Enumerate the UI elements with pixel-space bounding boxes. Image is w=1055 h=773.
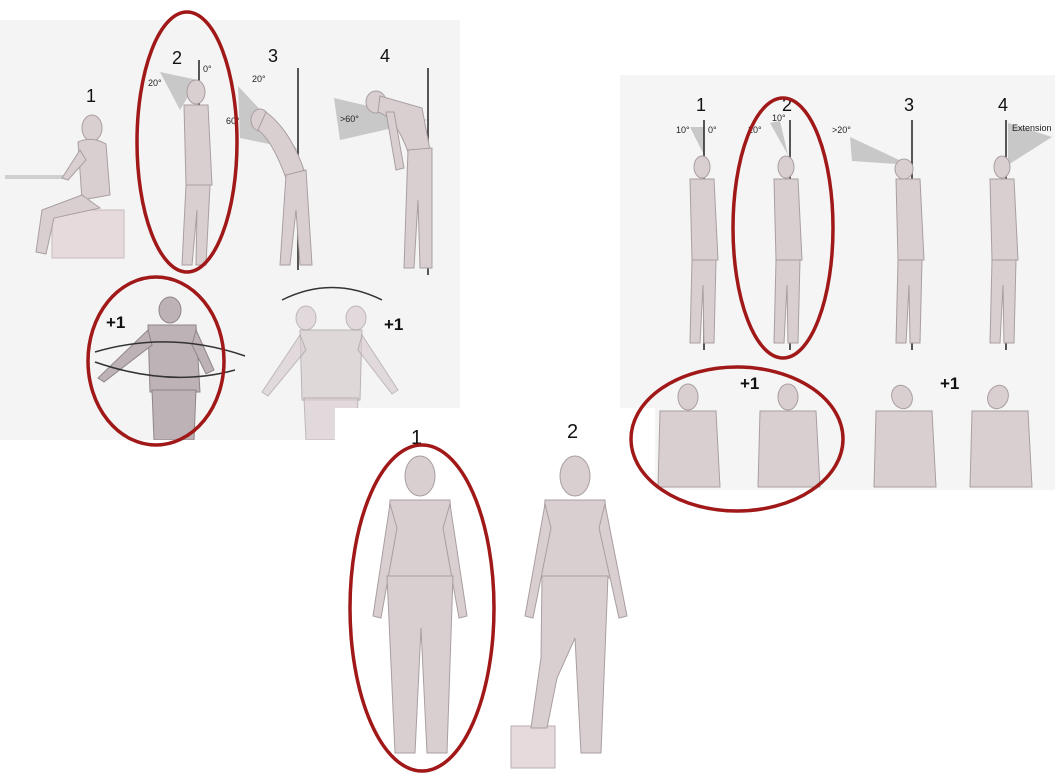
- neck-angle-2-left: 20°: [748, 125, 762, 135]
- legs-posture-2-unilateral-figure: [511, 456, 627, 768]
- neck-posture-diagram: 1 10° 0° 2 20° 10° 3 >20°: [620, 75, 1055, 490]
- neck-angle-3: >20°: [832, 125, 851, 135]
- neck-label-3: 3: [904, 95, 914, 115]
- legs-label-1: 1: [411, 427, 422, 449]
- trunk-angle-3-bottom: 60°: [226, 116, 240, 126]
- neck-posture-1-figure: [690, 120, 718, 350]
- legs-posture-diagram: 1 2: [335, 408, 655, 773]
- trunk-twist-adjustment: +1: [106, 313, 125, 332]
- legs-label-2: 2: [567, 421, 578, 443]
- neck-posture-2-figure: [770, 120, 802, 350]
- trunk-label-2: 2: [172, 48, 182, 68]
- trunk-sidebend-adjustment: +1: [384, 315, 403, 334]
- legs-posture-1-bilateral-figure: [373, 456, 467, 753]
- trunk-posture-4-deep-bend-figure: [334, 68, 432, 275]
- trunk-posture-diagram: 1 2 20° 0° 3 20° 60°: [0, 20, 460, 440]
- trunk-angle-2-left: 20°: [148, 78, 162, 88]
- neck-angle-2-top: 10°: [772, 113, 786, 123]
- neck-angle-1-right: 0°: [708, 125, 717, 135]
- neck-label-2: 2: [782, 95, 792, 115]
- neck-twist-adjustment: +1: [740, 374, 759, 393]
- trunk-angle-4: >60°: [340, 114, 359, 124]
- trunk-angle-3-top: 20°: [252, 74, 266, 84]
- trunk-angle-2-right: 0°: [203, 64, 212, 74]
- neck-label-4: 4: [998, 95, 1008, 115]
- trunk-posture-panel: 1 2 20° 0° 3 20° 60°: [0, 20, 460, 440]
- neck-angle-4: Extension: [1012, 123, 1052, 133]
- neck-sidebend-figures: [874, 382, 1032, 487]
- neck-angle-1-left: 10°: [676, 125, 690, 135]
- neck-posture-4-figure: [990, 120, 1052, 350]
- legs-posture-panel: 1 2: [335, 408, 655, 773]
- trunk-label-3: 3: [268, 46, 278, 66]
- trunk-posture-1-seated-figure: [5, 115, 124, 258]
- neck-twist-figures: [658, 384, 820, 487]
- neck-sidebend-adjustment: +1: [940, 374, 959, 393]
- trunk-label-4: 4: [380, 46, 390, 66]
- trunk-posture-2-upright-figure: [160, 60, 212, 265]
- trunk-posture-3-bent-figure: [238, 68, 312, 270]
- neck-posture-panel: 1 10° 0° 2 20° 10° 3 >20°: [620, 75, 1055, 490]
- neck-label-1: 1: [696, 95, 706, 115]
- neck-posture-3-figure: [850, 120, 924, 350]
- trunk-label-1: 1: [86, 86, 96, 106]
